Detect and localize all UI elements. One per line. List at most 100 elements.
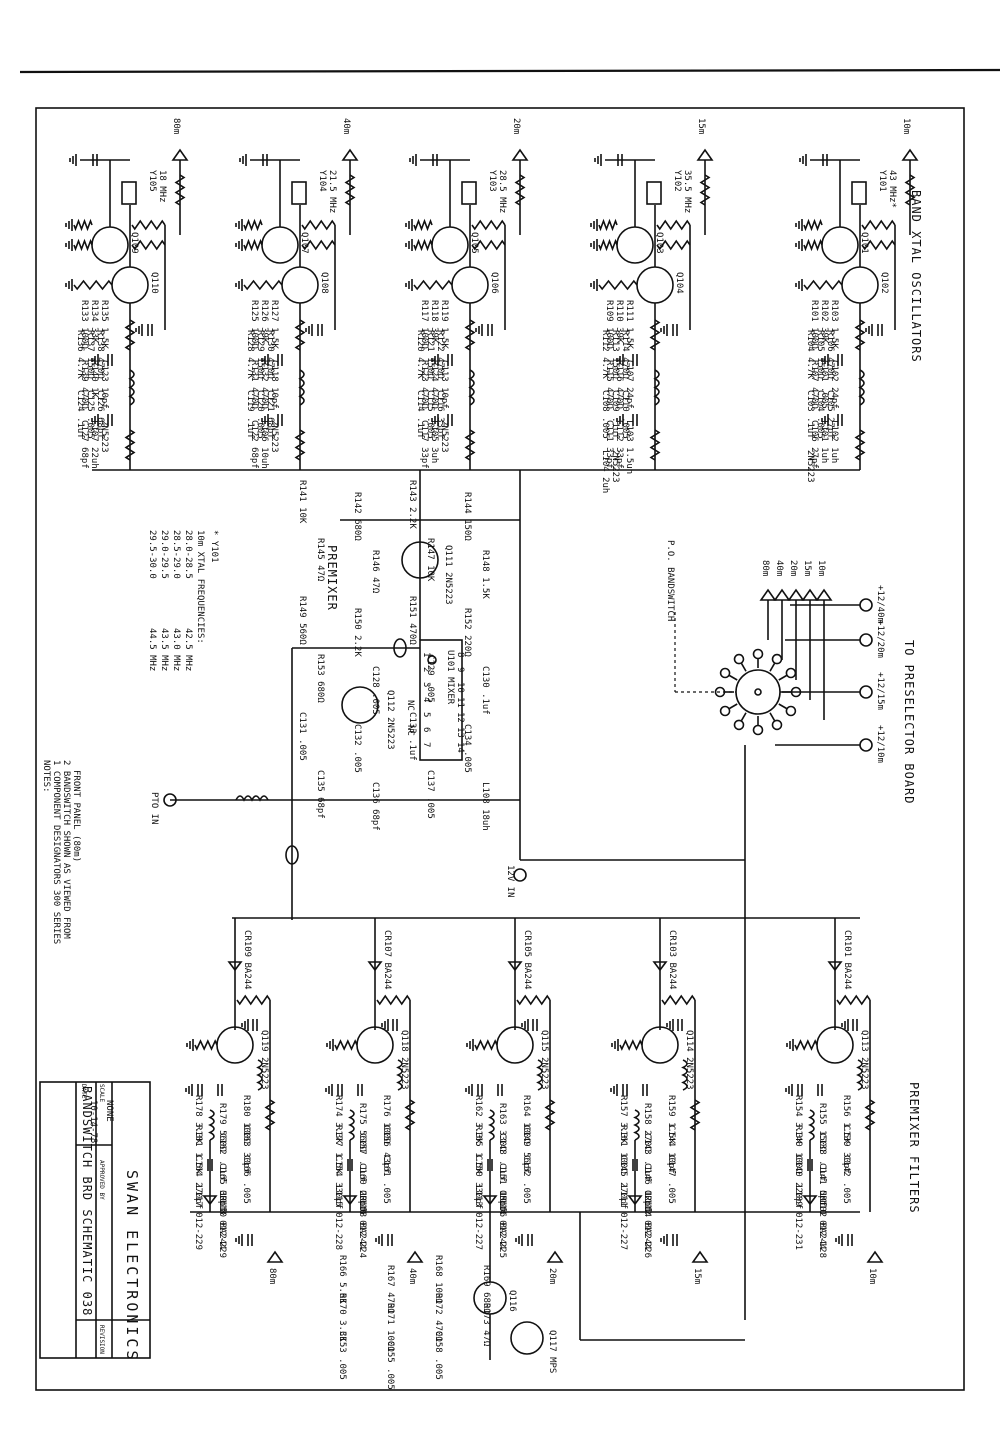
part-label: R178 3.3K	[193, 1095, 203, 1144]
resistor	[73, 238, 93, 252]
section-label-premixer-filters: PREMIXER FILTERS	[907, 1082, 921, 1214]
part-label: R163 330Ω	[497, 1103, 507, 1152]
part-label: R133 100Ω	[79, 300, 89, 349]
diode-icon	[227, 961, 243, 972]
resistor	[124, 429, 136, 461]
switch-contact	[785, 667, 797, 679]
part-label: R151 470Ω	[407, 596, 417, 645]
resistor	[376, 994, 411, 1006]
part-label: R177 1.5K	[333, 1125, 343, 1174]
mixer-pin-label: 13	[455, 727, 465, 738]
part-label: C144 10pf	[666, 1125, 676, 1174]
ground-icon	[590, 279, 598, 291]
resistor	[131, 239, 166, 251]
transistor-q	[496, 1026, 534, 1064]
ground-icon	[186, 1039, 194, 1051]
part-label: R122 470Ω	[435, 330, 445, 379]
title-block: SWAN ELECTRONICS BANDSWITCH BRD SCHEMATI…	[39, 1081, 151, 1363]
resistor	[598, 279, 638, 291]
preselector-output-label: +12/40m	[875, 585, 885, 623]
section-label-preselector: TO PRESELECTOR BOARD	[902, 640, 916, 805]
transistor-q	[356, 1026, 394, 1064]
band-tag-arrow	[511, 148, 529, 161]
part-label: L102 1uh	[829, 420, 839, 463]
resistor	[598, 238, 618, 252]
rotary-switch[interactable]	[735, 669, 781, 715]
preselector-output-terminal	[859, 633, 873, 647]
resistor	[794, 1039, 818, 1051]
date-value: 10-14-78	[88, 1100, 98, 1143]
resistor	[236, 994, 271, 1006]
part-label: L111 012-227	[618, 1185, 628, 1250]
transistor-q105	[431, 226, 469, 264]
resistor	[464, 319, 476, 351]
part-label: R156 1.5K	[841, 1095, 851, 1144]
part-label: R139 470Ω	[79, 360, 89, 409]
part-label: C145 270pf	[618, 1155, 628, 1209]
part-label: C118 10pf	[269, 360, 279, 409]
resistor	[73, 218, 93, 232]
resistor	[803, 279, 843, 291]
band-tag-arrow	[866, 1250, 884, 1263]
diode-label: CR102 BA244	[817, 1190, 827, 1250]
scale-value: NONE	[104, 1100, 114, 1122]
ground-icon	[325, 1084, 333, 1096]
part-label: R130 470Ω	[265, 330, 275, 379]
ground-icon	[305, 324, 313, 336]
band-arrow-label: 40m	[774, 560, 784, 576]
mixer-pin-label: 9	[455, 667, 465, 672]
transistor-ref: Q105	[469, 232, 479, 254]
ground-icon	[785, 1084, 793, 1096]
part-label: R167 470Ω	[385, 1265, 395, 1314]
resistor	[619, 1039, 643, 1051]
band-tag-arrow	[691, 1250, 709, 1263]
band-tag-label: 10m	[867, 1268, 877, 1284]
transistor-q111	[401, 541, 439, 579]
ground-icon	[381, 1019, 389, 1031]
part-label: C108 .005	[600, 390, 610, 439]
transistor-ref: Q110	[149, 272, 159, 294]
part-label: R176 100Ω	[381, 1095, 391, 1144]
inductor	[653, 369, 660, 406]
part-label: R103 1.5K	[829, 300, 839, 349]
part-label: C114 .1uf	[415, 390, 425, 439]
resistor	[514, 174, 526, 206]
ground-icon	[405, 239, 413, 251]
part-label: C141 5pf	[817, 1163, 827, 1206]
q116-label: Q116	[507, 1290, 517, 1312]
diode-icon	[367, 961, 383, 972]
part-label: C137 .005	[425, 770, 435, 819]
ground-icon	[65, 219, 73, 231]
ground-icon	[185, 1084, 193, 1096]
ground-icon	[594, 154, 602, 166]
band-arrow-icon	[801, 588, 819, 601]
part-label: L103 1.5uh	[624, 420, 634, 474]
resistor	[194, 1039, 218, 1051]
transistor-q107	[261, 226, 299, 264]
resistor	[699, 174, 711, 206]
q117-label: Q117 MPS	[547, 1330, 557, 1373]
section-label-oscillators: BAND XTAL OSCILLATORS	[909, 190, 923, 363]
transistor-ref: Q101	[859, 232, 869, 254]
transistor-ref: Q107	[299, 232, 309, 254]
band-tag-arrow	[171, 148, 189, 161]
transistor-ref: Q109	[129, 232, 139, 254]
part-label: C101 .005	[819, 360, 829, 409]
ground-icon	[515, 1234, 523, 1246]
resistor	[661, 994, 696, 1006]
part-label: R181 1.5K	[193, 1125, 203, 1174]
part-label: C134 .005	[462, 724, 472, 773]
part-label: R135 1.5K	[99, 300, 109, 349]
part-label: R115 470Ω	[604, 360, 614, 409]
diode-icon	[652, 961, 668, 972]
resistor	[803, 218, 823, 232]
supply-input-jack	[513, 868, 527, 882]
xtal-band: 28.5-29.0	[171, 530, 181, 579]
company-name: SWAN ELECTRONICS	[123, 1170, 141, 1363]
part-label: L106 10uh	[259, 420, 269, 469]
resistor	[854, 429, 866, 461]
transistor-label: Q113 2N5223	[859, 1030, 869, 1090]
